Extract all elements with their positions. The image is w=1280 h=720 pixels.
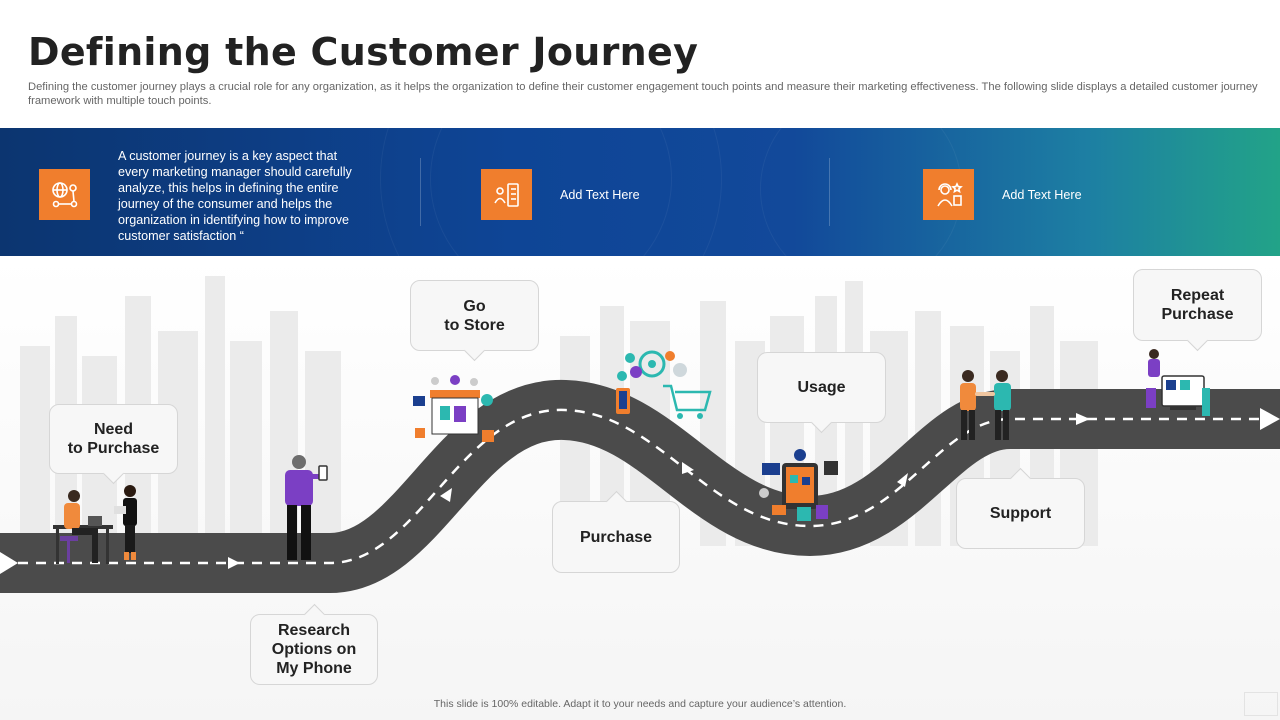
stage-purchase: Purchase — [552, 501, 680, 573]
man-with-phone-illustration — [285, 455, 328, 560]
stage-need-to-purchase: Need to Purchase — [49, 404, 178, 474]
road-arrow — [897, 473, 908, 487]
stage-label: Research Options on My Phone — [271, 622, 357, 677]
stage-label: Support — [989, 505, 1052, 522]
shopping-cart-illustration — [616, 350, 712, 419]
stage-go-to-store: Go to Store — [410, 280, 539, 351]
road-arrow — [440, 488, 452, 502]
online-usage-illustration — [759, 449, 838, 521]
banner-text-3: Add Text Here — [1002, 188, 1082, 202]
repeat-purchase-illustration — [1146, 349, 1210, 416]
stage-label: Go to Store — [444, 297, 505, 334]
banner-divider — [420, 158, 421, 226]
stage-label: Need to Purchase — [67, 421, 160, 457]
stage-label: Usage — [797, 379, 846, 396]
stage-label: Purchase — [579, 528, 653, 546]
stage-label: Repeat Purchase — [1161, 287, 1234, 323]
info-banner: A customer journey is a key aspect that … — [0, 128, 1280, 256]
stage-support: Support — [956, 478, 1085, 549]
page-title: Defining the Customer Journey — [28, 30, 699, 74]
slide-corner-box — [1244, 692, 1278, 716]
stage-research-options: Research Options on My Phone — [250, 614, 378, 685]
office-people-illustration — [53, 485, 137, 564]
stage-usage: Usage — [757, 352, 886, 423]
handshake-illustration — [960, 370, 1011, 440]
road-arrow — [1076, 413, 1090, 425]
footer-note: This slide is 100% editable. Adapt it to… — [433, 698, 847, 710]
road-arrow — [682, 462, 694, 474]
banner-text-1: A customer journey is a key aspect that … — [118, 149, 352, 243]
banner-divider — [829, 158, 830, 226]
customer-support-icon — [923, 169, 974, 220]
person-checklist-icon — [481, 169, 532, 220]
store-illustration — [413, 375, 494, 442]
globe-network-icon — [39, 169, 90, 220]
journey-road — [0, 380, 1280, 593]
road-arrow — [228, 557, 240, 569]
page-subtitle: Defining the customer journey plays a cr… — [28, 81, 1258, 107]
banner-text-2: Add Text Here — [560, 188, 640, 202]
road-arrow — [1260, 408, 1280, 430]
stage-repeat-purchase: Repeat Purchase — [1133, 269, 1262, 341]
road-arrow — [0, 552, 18, 574]
